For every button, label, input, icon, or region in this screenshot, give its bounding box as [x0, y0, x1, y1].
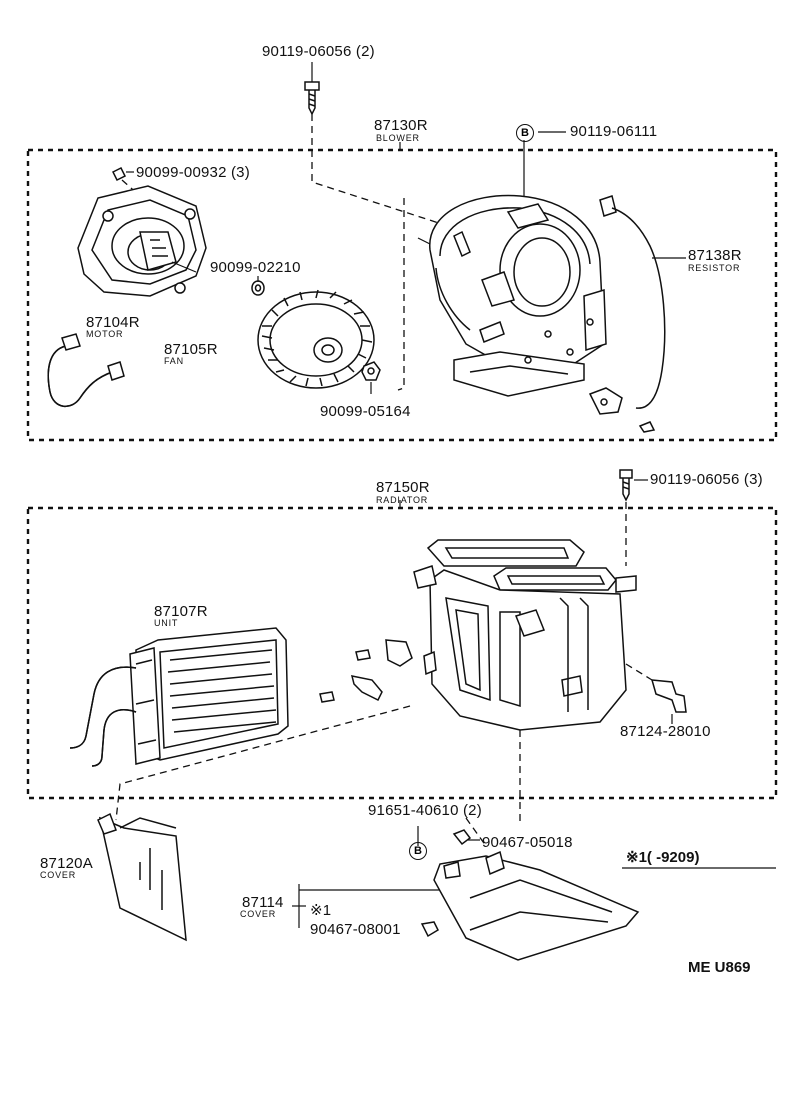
blower-housing-icon [417, 194, 607, 397]
fan-icon [257, 289, 375, 389]
label-ref-code: ME U869 [688, 959, 751, 976]
bolt-right-icon [619, 469, 633, 502]
label-blower-pn: 87130R [374, 117, 428, 134]
cover-lower-icon [433, 850, 640, 961]
label-resistor-pn: 87138R [688, 247, 742, 264]
label-fan-sub: FAN [164, 356, 184, 366]
motor-harness-icon [47, 333, 125, 407]
label-cover-sub: COVER [240, 909, 277, 919]
label-footnote: ※1( -9209) [626, 849, 700, 866]
label-nut: 90099-05164 [320, 403, 411, 420]
bracket-icon [650, 679, 687, 713]
label-fan-pn: 87105R [164, 341, 218, 358]
label-washer: 90099-02210 [210, 259, 301, 276]
cover-a-icon [97, 812, 187, 942]
label-bolt-right: 90119-06056 (3) [650, 471, 763, 488]
label-blower-sub: BLOWER [376, 133, 420, 143]
label-unit-sub: UNIT [154, 618, 179, 628]
label-screw-motor: 90099-00932 (3) [136, 164, 250, 181]
label-radiator-sub: RADIATOR [376, 495, 429, 505]
blower-group-box [26, 148, 778, 442]
small-screws-icon [319, 639, 413, 703]
label-bracket: 87124-28010 [620, 723, 711, 740]
label-unit-pn: 87107R [154, 603, 208, 620]
label-clip: 91651-40610 (2) [368, 802, 482, 819]
label-cover-pn: 87114 [242, 894, 284, 911]
motor-icon [77, 185, 207, 297]
label-b-top-code: 90119-06111 [570, 123, 658, 140]
bolt-top-icon [304, 62, 320, 116]
label-clip-cover: 90467-08001 [310, 921, 401, 938]
circle-b-icon: B [516, 124, 534, 142]
label-radiator-pn: 87150R [376, 479, 430, 496]
label-note-mark: ※1 [310, 902, 332, 919]
radiator-group-box [26, 506, 778, 800]
label-cover-a-pn: 87120A [40, 855, 93, 872]
label-motor-sub: MOTOR [86, 329, 124, 339]
label-bolt-top: 90119-06056 (2) [262, 43, 375, 60]
clip-cover-icon [420, 921, 439, 938]
heater-unit-icon [129, 627, 289, 765]
label-resistor-sub: RESISTOR [688, 263, 741, 273]
label-motor-pn: 87104R [86, 314, 140, 331]
radiator-housing-icon [413, 539, 637, 731]
circle-b-icon: B [409, 842, 427, 860]
nut-icon [361, 361, 381, 381]
resistor-icon [588, 195, 666, 433]
washer-icon [251, 280, 265, 296]
screw-motor-icon [111, 166, 127, 182]
heater-pipes-icon [69, 666, 137, 767]
screw-lower-icon [452, 829, 472, 846]
label-screw-lower: 90467-05018 [482, 834, 573, 851]
label-cover-a-sub: COVER [40, 870, 77, 880]
